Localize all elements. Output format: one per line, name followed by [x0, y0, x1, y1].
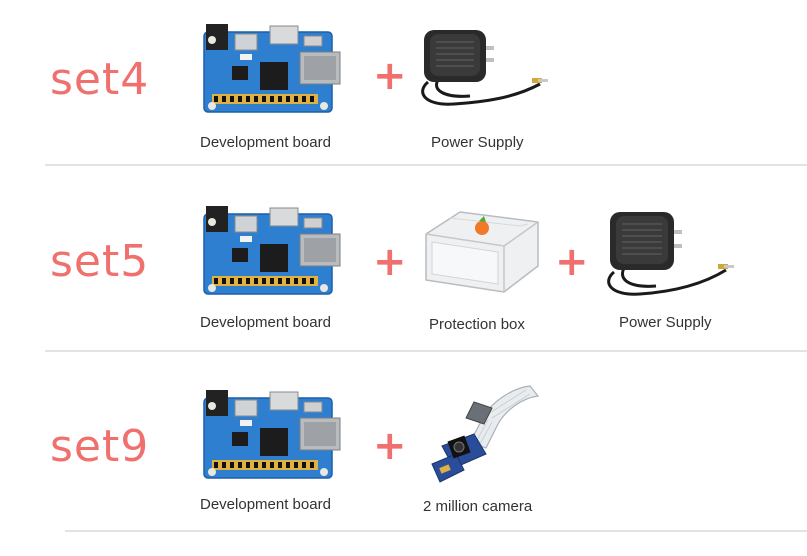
plus-sign: + — [373, 423, 407, 469]
development-board-icon — [200, 196, 345, 296]
product-caption: Power Supply — [619, 314, 712, 331]
product-caption: 2 million camera — [423, 498, 533, 515]
row-divider — [45, 164, 807, 166]
camera-module-icon — [426, 382, 546, 486]
product-caption: Development board — [200, 314, 331, 331]
row-divider — [45, 350, 807, 352]
power-supply-icon — [600, 206, 740, 298]
product-caption: Development board — [200, 496, 331, 513]
set-row-set5: set5 — [45, 196, 807, 352]
plus-sign: + — [373, 239, 407, 285]
product-caption: Protection box — [429, 316, 525, 333]
set-row-set9: set9 — [50, 380, 807, 532]
development-board-icon — [200, 380, 345, 480]
set-row-set4: set4 — [0, 0, 807, 166]
row-divider — [65, 530, 807, 532]
product-caption: Development board — [200, 134, 331, 151]
plus-sign: + — [373, 53, 407, 99]
product-caption: Power Supply — [431, 134, 524, 151]
plus-sign: + — [555, 239, 589, 285]
power-supply-icon — [414, 22, 554, 108]
set-label: set5 — [50, 236, 150, 287]
set-label: set9 — [50, 421, 150, 472]
protection-box-icon — [420, 204, 544, 296]
set-label: set4 — [50, 54, 150, 105]
development-board-icon — [200, 14, 345, 114]
